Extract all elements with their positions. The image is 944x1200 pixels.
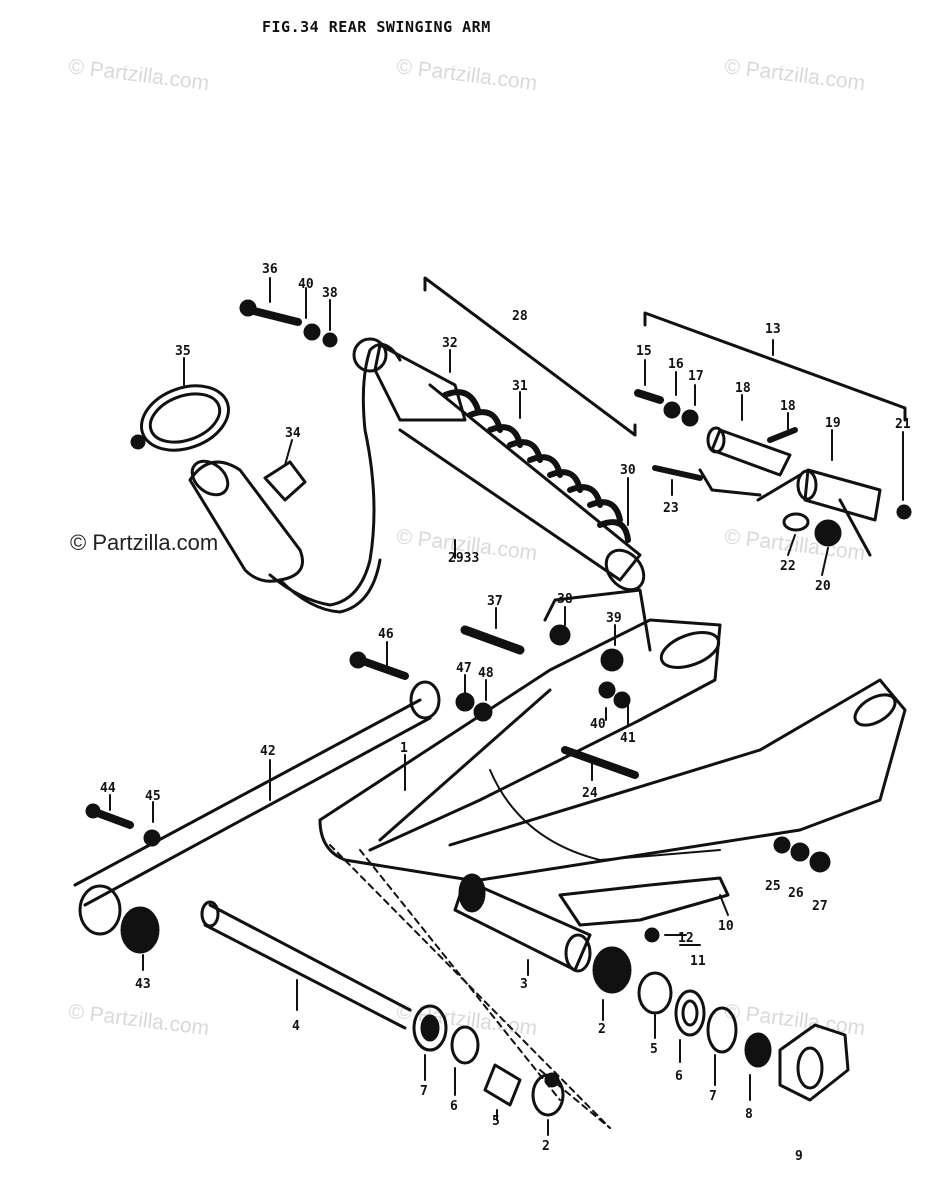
callout-40-b: 40 xyxy=(590,717,606,732)
callout-11: 11 xyxy=(690,954,706,969)
callout-32: 32 xyxy=(442,336,458,351)
hose-loop-inner xyxy=(278,558,382,614)
callout-47: 47 xyxy=(456,661,472,676)
callout-31: 31 xyxy=(512,379,528,394)
callout-20: 20 xyxy=(815,579,831,594)
callout-19: 19 xyxy=(825,416,841,431)
callout-21: 21 xyxy=(895,417,911,432)
callout-18-b: 18 xyxy=(780,399,796,414)
callout-4: 4 xyxy=(292,1019,300,1034)
bolt-36-group xyxy=(239,299,338,348)
callout-29-33: 2933 xyxy=(448,551,479,566)
callout-1: 1 xyxy=(400,741,408,756)
explode-lines xyxy=(329,844,611,1129)
callout-28: 28 xyxy=(512,309,528,324)
callout-8: 8 xyxy=(745,1107,753,1122)
callout-25: 25 xyxy=(765,879,781,894)
rod-bushings xyxy=(78,884,160,954)
callout-18: 18 xyxy=(735,381,751,396)
callout-2: 2 xyxy=(598,1022,606,1037)
callout-7: 7 xyxy=(709,1089,717,1104)
watermark: © Partzilla.com xyxy=(70,530,219,555)
callout-13: 13 xyxy=(765,322,781,337)
bolt-44-group xyxy=(85,803,161,847)
callout-5-b: 5 xyxy=(492,1114,500,1129)
callout-2-b: 2 xyxy=(542,1139,550,1154)
callout-34: 34 xyxy=(285,426,301,441)
callout-12: 12 xyxy=(678,931,694,946)
torque-rod xyxy=(73,651,493,907)
callout-3: 3 xyxy=(520,977,528,992)
callout-10: 10 xyxy=(718,919,734,934)
bushings-right xyxy=(592,946,850,1102)
bushings-left xyxy=(412,1004,565,1117)
callout-46: 46 xyxy=(378,627,394,642)
shock-body xyxy=(188,459,304,583)
callout-42: 42 xyxy=(260,744,276,759)
callout-45: 45 xyxy=(145,789,161,804)
clamp-ring xyxy=(130,384,231,452)
callout-38-b: 38 xyxy=(557,592,573,607)
mount-assembly xyxy=(634,389,912,557)
callout-37: 37 xyxy=(487,594,503,609)
pivot-axle xyxy=(200,900,412,1030)
callout-9: 9 xyxy=(795,1149,803,1164)
shock-block xyxy=(263,460,307,502)
callout-35: 35 xyxy=(175,344,191,359)
callout-5: 5 xyxy=(650,1042,658,1057)
shock-bracket-lines xyxy=(423,276,907,437)
callout-30: 30 xyxy=(620,463,636,478)
callout-39: 39 xyxy=(606,611,622,626)
callout-22: 22 xyxy=(780,559,796,574)
callout-26: 26 xyxy=(788,886,804,901)
callout-6: 6 xyxy=(675,1069,683,1084)
callout-24: 24 xyxy=(582,786,598,801)
swingarm xyxy=(318,618,907,882)
callout-41: 41 xyxy=(620,731,636,746)
callout-44: 44 xyxy=(100,781,116,796)
bolt-24 xyxy=(561,746,639,779)
shock-absorber xyxy=(352,337,646,592)
callout-38: 38 xyxy=(322,286,338,301)
callout-48: 48 xyxy=(478,666,494,681)
chain-guard xyxy=(558,876,730,927)
callout-43: 43 xyxy=(135,977,151,992)
figure-title: FIG.34 REAR SWINGING ARM xyxy=(262,18,491,36)
pivot-tube xyxy=(453,873,592,973)
hose-loop xyxy=(268,342,402,607)
callout-17: 17 xyxy=(688,369,704,384)
leader-lines xyxy=(109,277,904,1136)
callout-40: 40 xyxy=(298,277,314,292)
callout-labels: 36 40 38 35 34 28 32 31 30 2933 13 15 16… xyxy=(100,262,911,1164)
lower-mount-bolts xyxy=(460,588,652,709)
callout-36: 36 xyxy=(262,262,278,277)
callout-6-b: 6 xyxy=(450,1099,458,1114)
callout-23: 23 xyxy=(663,501,679,516)
callout-16: 16 xyxy=(668,357,684,372)
callout-15: 15 xyxy=(636,344,652,359)
callout-7-b: 7 xyxy=(420,1084,428,1099)
callout-27: 27 xyxy=(812,899,828,914)
